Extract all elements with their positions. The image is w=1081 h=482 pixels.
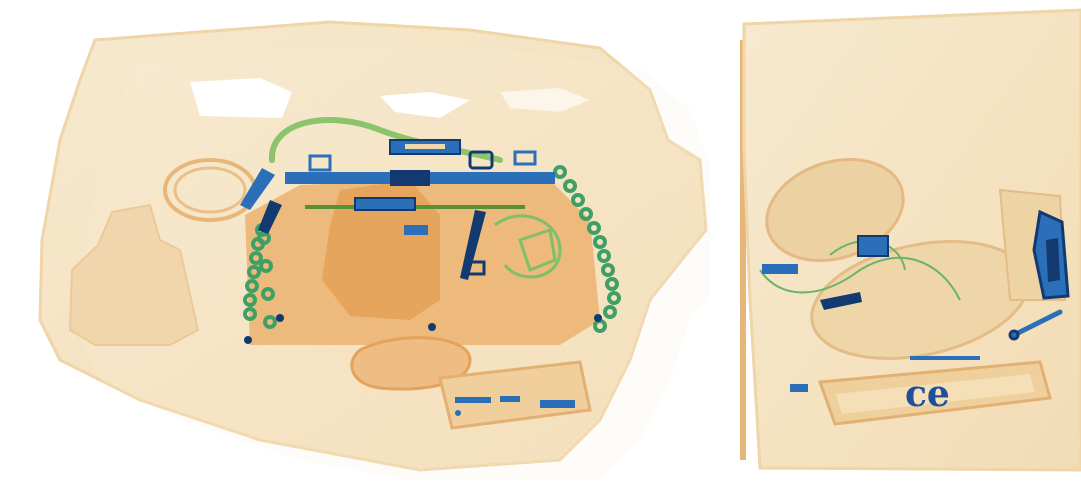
bottle: [68, 203, 200, 346]
safety-pin: [1009, 309, 1063, 339]
wire-loop: [494, 214, 562, 279]
screw: [244, 336, 252, 344]
conveyor-edge: [740, 40, 746, 460]
bead-chain-right: [553, 165, 621, 333]
small-box: [438, 360, 592, 430]
air-void: [380, 92, 470, 118]
metal-clip: [513, 150, 537, 166]
air-void: [190, 78, 292, 118]
air-void: [500, 88, 590, 112]
box-logo: ce: [905, 373, 950, 415]
metal-tool: [240, 168, 275, 210]
green-hose: [268, 117, 503, 163]
metal-clip: [308, 154, 332, 172]
left-bag: [38, 20, 710, 480]
metal-clip: [468, 150, 494, 170]
product-box: ce: [817, 356, 1052, 426]
wire: [759, 256, 961, 301]
metal-part: [762, 264, 798, 274]
organic-mass: [322, 180, 440, 320]
right-bag: ce: [742, 8, 1081, 472]
right-bag-outline: [742, 8, 1081, 472]
